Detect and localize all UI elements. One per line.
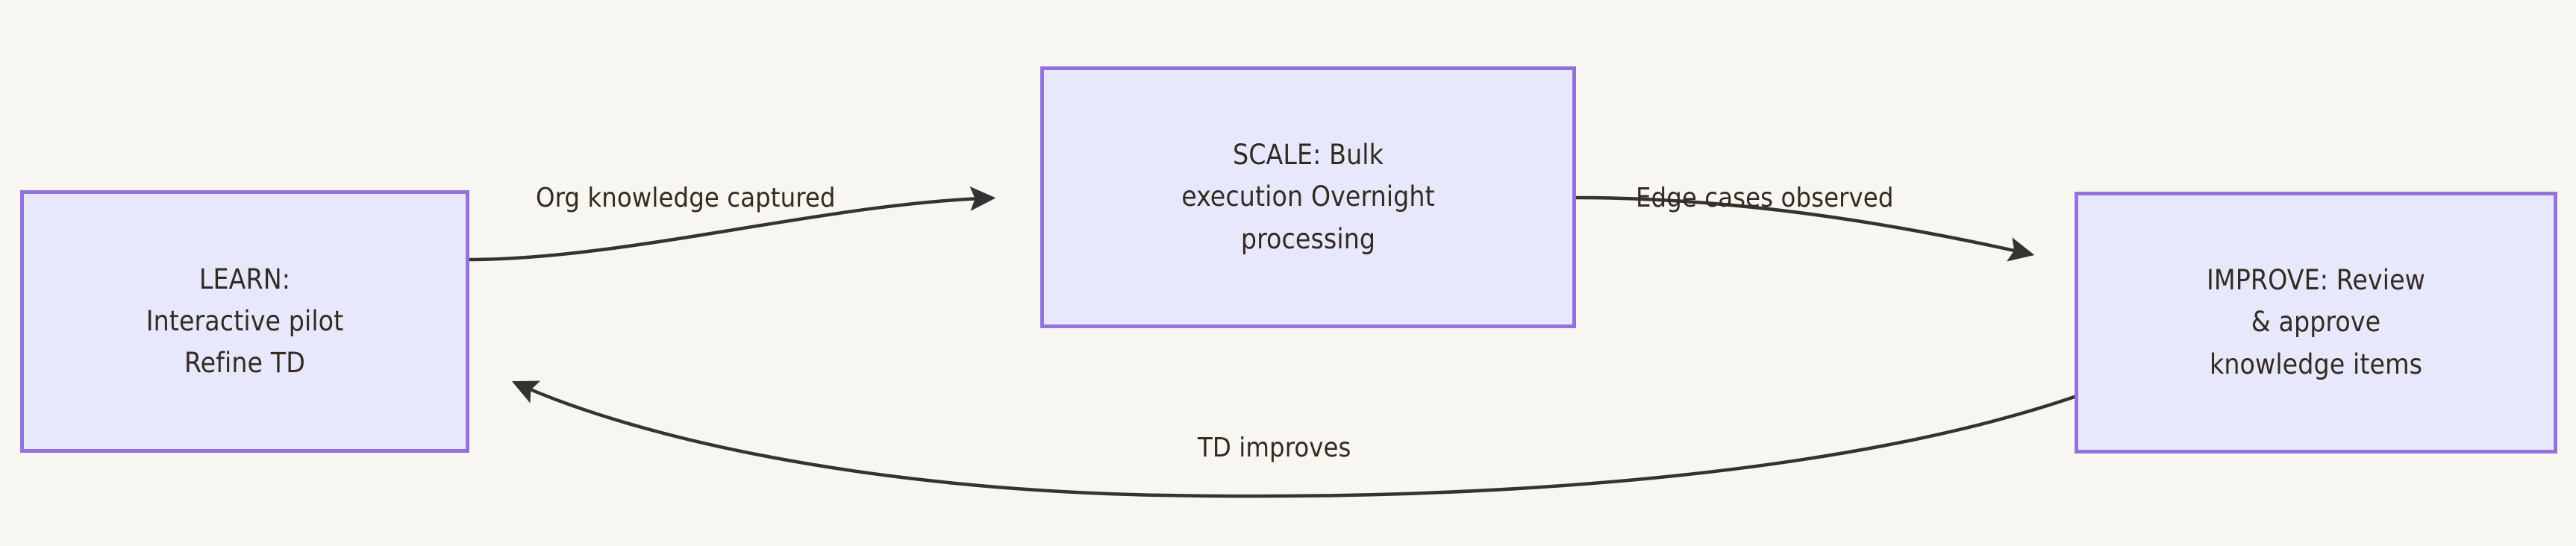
node-improve[interactable]: IMPROVE: Review & approve knowledge item… — [2075, 192, 2557, 454]
node-learn-label: LEARN: Interactive pilot Refine TD — [146, 263, 344, 380]
node-scale[interactable]: SCALE: Bulk execution Overnight processi… — [1040, 66, 1576, 328]
edge-label-edge-cases-observed: Edge cases observed — [1636, 183, 1894, 213]
node-learn[interactable]: LEARN: Interactive pilot Refine TD — [20, 190, 469, 453]
node-improve-label: IMPROVE: Review & approve knowledge item… — [2207, 264, 2425, 380]
node-scale-label: SCALE: Bulk execution Overnight processi… — [1181, 139, 1435, 255]
edge-scale-to-improve — [1575, 195, 2035, 262]
edge-label-td-improves: TD improves — [1198, 433, 1351, 463]
edge-label-org-knowledge-captured: Org knowledge captured — [536, 183, 836, 213]
edge-learn-to-scale — [469, 186, 996, 262]
edge-improve-to-learn — [511, 380, 2090, 498]
